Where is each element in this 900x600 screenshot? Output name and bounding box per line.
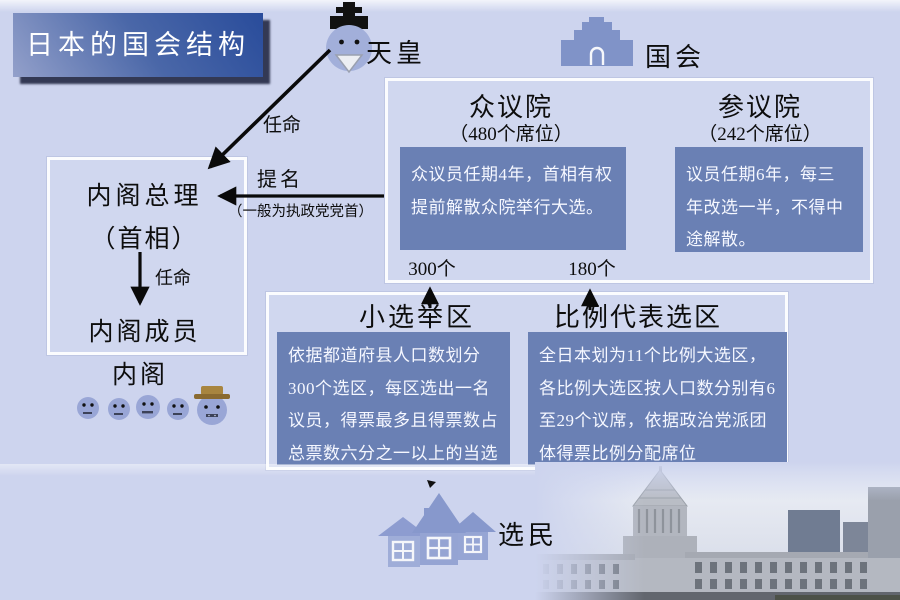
cabinet-caption: 内阁 [111, 362, 168, 389]
page-title: 日本的国会结构 [13, 13, 263, 77]
proportional-district-title: 比例代表选区 [553, 303, 722, 332]
nominate-sub-label: （一般为执政党党首） [228, 204, 373, 220]
lower-house-seats: （480个席位） [449, 124, 573, 145]
diet-building-icon [561, 12, 637, 68]
cabinet-members-icon [68, 381, 243, 431]
upper-house-title: 参议院 [717, 93, 802, 122]
small-district-description: 依据都道府县人口数划分300个选区，每区选出一名议员，得票最多且得票数占总票数六… [277, 332, 510, 465]
prime-minister-sub-label: （首相） [90, 226, 199, 253]
cursor-artifact [427, 480, 436, 488]
upper-house-seats: （242个席位） [698, 124, 822, 145]
lower-house-description: 众议员任期4年，首相有权提前解散众院举行大选。 [400, 147, 626, 250]
cabinet-appoint-label: 任命 [155, 268, 191, 288]
upper-house-description: 议员任期6年，每三年改选一半，不得中途解散。 [675, 147, 863, 252]
voters-label: 选民 [498, 521, 559, 550]
small-district-title: 小选举区 [358, 303, 475, 332]
prime-minister-label: 内阁总理 [86, 183, 203, 210]
pm-face-icon [194, 386, 230, 425]
emperor-label: 天皇 [366, 39, 427, 68]
proportional-district-description: 全日本划为11个比例大选区，各比例大选区按人口数分别有6至29个议席，依据政治党… [528, 332, 787, 465]
diet-photo [535, 462, 900, 600]
lower-house-title: 众议院 [468, 93, 553, 122]
emperor-appoints-label: 任命 [263, 115, 302, 136]
cabinet-panel [47, 157, 247, 355]
emperor-icon [313, 1, 387, 77]
nominate-label: 提名 [257, 169, 303, 191]
small-district-seat-count: 300个 [408, 259, 456, 280]
diet-label: 国会 [645, 43, 706, 72]
proportional-seat-count: 180个 [568, 259, 616, 280]
voters-houses-icon [368, 482, 500, 570]
cabinet-members-label: 内阁成员 [88, 319, 201, 346]
